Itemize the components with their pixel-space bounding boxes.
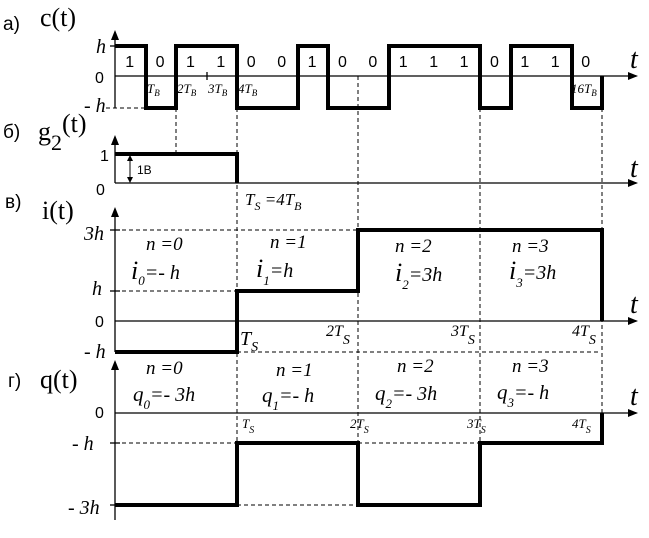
panel-b-y-arrow bbox=[111, 135, 119, 145]
panel-b-letter: б) bbox=[3, 122, 20, 143]
interval-value: i0=- h bbox=[131, 256, 180, 288]
panel-b-axis-var: t bbox=[630, 153, 639, 184]
panel-d-y-zero: 0 bbox=[95, 405, 104, 422]
panel-b-pulse bbox=[115, 152, 239, 183]
interval-index: n =2 bbox=[395, 236, 432, 257]
panel-a-letter: а) bbox=[3, 14, 20, 35]
panel-b-relation: TS =4TB bbox=[245, 190, 302, 213]
panel-b-marker-arrow-down bbox=[127, 177, 133, 183]
panel-c: в) i(t) 3h h 0 - h t TS 2TS 3TS 4TS n =0… bbox=[5, 192, 639, 363]
panel-a-tick-label: 16TB bbox=[571, 81, 597, 98]
panel-c-interval-0: n =0 i0=- h bbox=[131, 234, 183, 288]
interval-index: n =1 bbox=[270, 232, 307, 253]
bit-label: 1 bbox=[186, 54, 195, 71]
bit-label: 1 bbox=[399, 54, 408, 71]
panel-a-y-high: h bbox=[96, 36, 106, 58]
interval-value: i3=3h bbox=[509, 256, 556, 290]
panel-a-bit-labels: 1 0 1 1 0 0 1 0 0 1 1 1 0 1 1 0 bbox=[125, 54, 590, 71]
panel-d-axis-var: t bbox=[630, 381, 639, 412]
panel-a-tick-label: 4TB bbox=[238, 81, 258, 98]
panel-c-x-tick: 4TS bbox=[572, 323, 596, 348]
panel-b-y-one: 1 bbox=[100, 148, 109, 165]
panel-a-y-low: - h bbox=[84, 95, 106, 117]
panel-d-y-minus-3h: - 3h bbox=[68, 497, 100, 519]
panel-b-title: g2(t) bbox=[38, 109, 87, 155]
panel-a-tick-label: 3TB bbox=[207, 81, 228, 98]
panel-c-axis-var: t bbox=[630, 289, 639, 320]
panel-d-y-arrow bbox=[111, 360, 119, 370]
panel-c-interval-3: n =3 i3=3h bbox=[509, 236, 556, 290]
bit-label: 1 bbox=[460, 54, 469, 71]
panel-d-letter: г) bbox=[8, 371, 21, 392]
bit-label: 1 bbox=[429, 54, 438, 71]
bit-label: 1 bbox=[216, 54, 225, 71]
panel-a-y-arrow bbox=[111, 30, 119, 40]
interval-index: n =3 bbox=[512, 356, 549, 377]
panel-d-y-minus-h: - h bbox=[72, 433, 94, 455]
panel-d-x-tick: TS bbox=[242, 416, 254, 436]
panel-b-marker-label: 1B bbox=[137, 163, 152, 177]
panel-c-x-tick: TS bbox=[240, 328, 258, 355]
panel-b-x-arrow bbox=[628, 179, 638, 187]
panel-d-interval-2: n =2 q2=- 3h bbox=[375, 356, 437, 411]
bit-label: 1 bbox=[520, 54, 529, 71]
vertical-guides bbox=[145, 76, 603, 505]
bit-label: 0 bbox=[156, 54, 165, 71]
panel-b-y-zero: 0 bbox=[96, 182, 105, 199]
interval-index: n =0 bbox=[146, 358, 183, 379]
bit-label: 1 bbox=[308, 54, 317, 71]
panel-c-interval-2: n =2 i2=3h bbox=[395, 236, 442, 292]
panel-d-x-tick: 3TS bbox=[466, 416, 486, 436]
bit-label: 1 bbox=[551, 54, 560, 71]
panel-a-y-zero: 0 bbox=[95, 70, 104, 87]
interval-value: q2=- 3h bbox=[375, 381, 437, 411]
bit-label: 1 bbox=[125, 54, 134, 71]
panel-c-y-minus-h: - h bbox=[84, 341, 106, 363]
panel-c-x-tick: 3TS bbox=[450, 323, 475, 348]
panel-c-y-zero: 0 bbox=[95, 314, 104, 331]
bit-label: 0 bbox=[247, 54, 256, 71]
panel-b-marker-arrow-up bbox=[127, 155, 133, 161]
panel-d-x-tick: 2TS bbox=[350, 416, 369, 436]
panel-d-title: q(t) bbox=[40, 365, 78, 394]
panel-d-interval-0: n =0 q0=- 3h bbox=[133, 358, 195, 412]
panel-c-y-h: h bbox=[92, 278, 102, 300]
interval-value: q0=- 3h bbox=[133, 382, 195, 412]
panel-d-x-arrow bbox=[628, 409, 638, 417]
interval-index: n =0 bbox=[146, 234, 183, 255]
interval-index: n =2 bbox=[397, 356, 434, 377]
panel-d: г) q(t) 0 - h - 3h t TS 2TS 3TS 4TS n =0… bbox=[8, 356, 639, 520]
interval-value: i1=h bbox=[256, 254, 293, 288]
interval-index: n =3 bbox=[512, 236, 549, 257]
panel-a: а) c(t) h 0 - h t 1 0 1 1 0 0 1 0 0 1 1 1 0 1 1 0 TB 2T… bbox=[3, 3, 639, 117]
panel-a-tick-label: TB bbox=[147, 81, 160, 98]
bit-label: 0 bbox=[368, 54, 377, 71]
bit-label: 0 bbox=[277, 54, 286, 71]
bit-label: 0 bbox=[338, 54, 347, 71]
panel-c-y-3h: 3h bbox=[83, 223, 104, 245]
panel-d-interval-1: n =1 q1=- h bbox=[262, 360, 314, 413]
panel-a-x-arrow bbox=[628, 72, 638, 80]
panel-c-x-arrow bbox=[628, 317, 638, 325]
panel-a-tick-label: 2TB bbox=[177, 81, 197, 98]
panel-c-letter: в) bbox=[5, 192, 21, 213]
interval-value: q1=- h bbox=[262, 383, 314, 413]
panel-c-title: i(t) bbox=[42, 196, 74, 225]
panel-d-interval-3: n =3 q3=- h bbox=[497, 356, 549, 410]
panel-a-waveform bbox=[115, 44, 604, 110]
panel-c-y-arrow bbox=[111, 207, 119, 217]
panel-c-x-tick: 2TS bbox=[326, 323, 350, 348]
bit-label: 0 bbox=[490, 54, 499, 71]
panel-b: б) g2(t) 1 0 t 1B TS =4TB bbox=[3, 109, 639, 213]
panel-c-interval-1: n =1 i1=h bbox=[256, 232, 307, 288]
interval-value: i2=3h bbox=[395, 258, 442, 292]
panel-d-x-tick: 4TS bbox=[572, 416, 591, 436]
panel-a-axis-var: t bbox=[630, 44, 639, 75]
bit-label: 0 bbox=[581, 54, 590, 71]
panel-a-title: c(t) bbox=[40, 3, 76, 32]
interval-index: n =1 bbox=[276, 360, 313, 381]
interval-value: q3=- h bbox=[497, 380, 549, 410]
